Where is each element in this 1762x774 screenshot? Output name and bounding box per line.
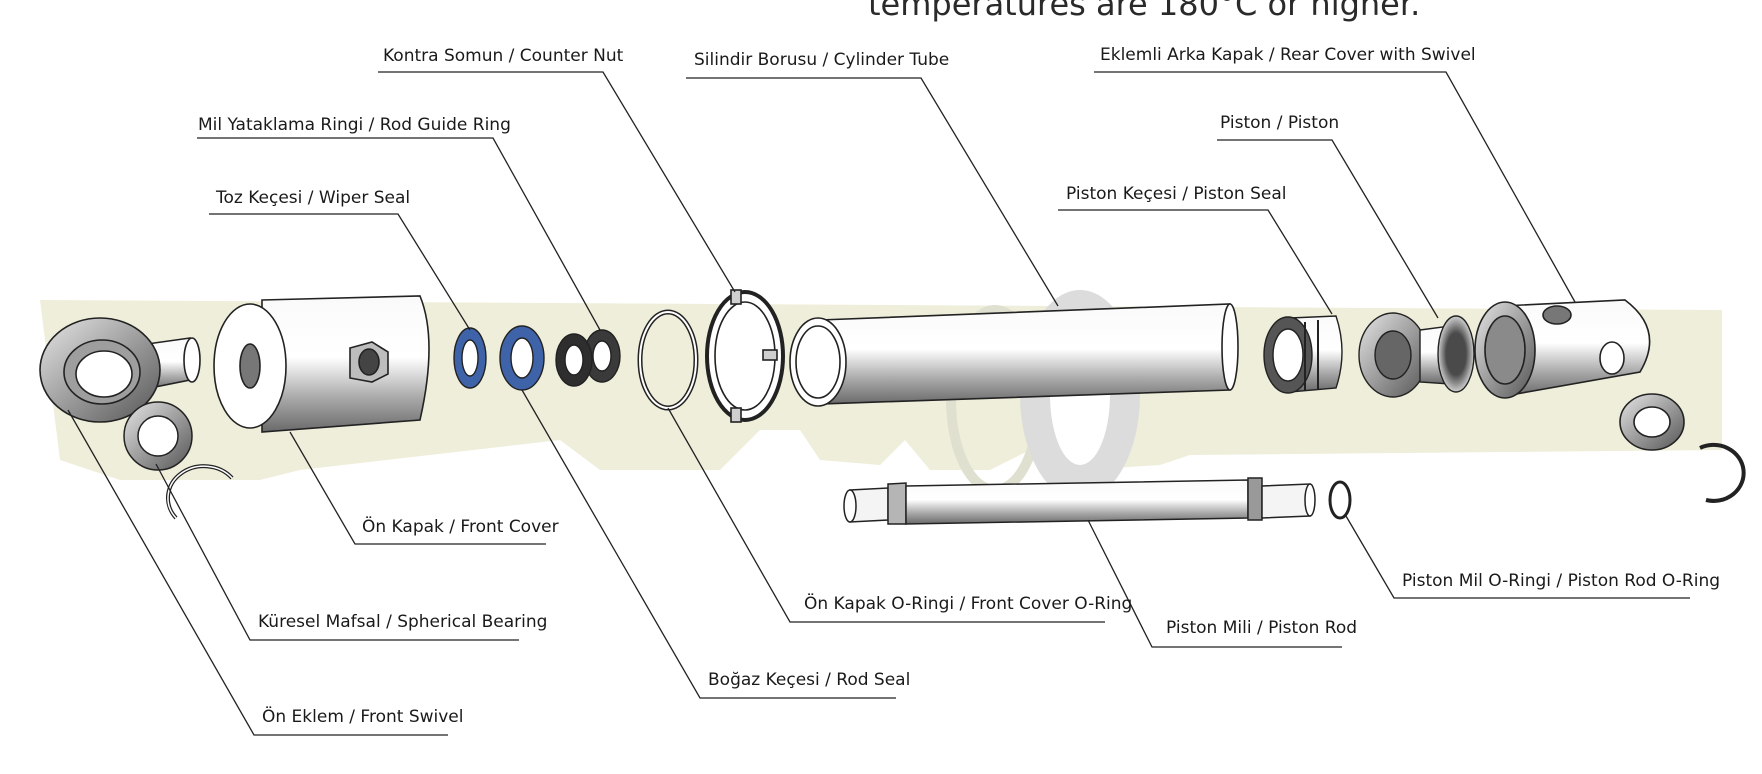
label-piston-rod: Piston Mili / Piston Rod: [1166, 618, 1358, 638]
label-front-swivel: Ön Eklem / Front Swivel: [262, 707, 464, 727]
leader-line-front-cover-o-ring: [667, 407, 1105, 623]
counter-nut: [705, 289, 785, 423]
label-front-cover-o-ring: Ön Kapak O-Ringi / Front Cover O-Ring: [804, 594, 1133, 614]
label-front-cover: Ön Kapak / Front Cover: [362, 517, 559, 537]
piston-rod-o-ring: [1328, 480, 1352, 520]
label-spherical-bearing: Küresel Mafsal / Spherical Bearing: [258, 612, 548, 632]
cylinder-tube: [789, 303, 1239, 407]
label-counter-nut: Kontra Somun / Counter Nut: [383, 46, 624, 66]
leader-line-piston-rod-o-ring: [1345, 515, 1690, 599]
wiper-seal: [453, 327, 487, 389]
rod-guide-ring: [555, 329, 621, 387]
rod-seal: [499, 325, 545, 391]
label-piston-seal: Piston Keçesi / Piston Seal: [1066, 184, 1287, 204]
heading-text: temperatures are 180°C or higher.: [868, 0, 1421, 23]
label-rod-seal: Boğaz Keçesi / Rod Seal: [708, 670, 911, 690]
label-rear-cover-swivel: Eklemli Arka Kapak / Rear Cover with Swi…: [1100, 45, 1476, 65]
piston-seal: [1263, 315, 1343, 394]
leader-line-piston-seal: [1058, 209, 1333, 315]
rear-cover-swivel: [1474, 299, 1746, 503]
leader-lines: [67, 71, 1690, 736]
label-rod-guide-ring: Mil Yataklama Ringi / Rod Guide Ring: [198, 115, 511, 135]
label-piston-rod-o-ring: Piston Mil O-Ringi / Piston Rod O-Ring: [1402, 571, 1721, 591]
piston-rod: [843, 477, 1316, 525]
piston: [1358, 312, 1475, 398]
front-swivel: [39, 317, 201, 423]
leader-line-wiper-seal: [209, 213, 471, 331]
label-cylinder-tube: Silindir Borusu / Cylinder Tube: [694, 50, 950, 70]
spherical-bearing: [123, 401, 234, 520]
leader-line-rod-seal: [521, 389, 896, 699]
label-piston: Piston / Piston: [1220, 113, 1340, 133]
leader-line-piston: [1217, 139, 1439, 319]
leader-line-counter-nut: [378, 71, 736, 293]
leader-line-front-swivel: [67, 409, 448, 736]
leader-line-piston-rod: [1087, 519, 1342, 648]
leader-line-rod-guide: [197, 137, 601, 331]
leader-line-spherical-bearing: [155, 463, 519, 641]
label-wiper-seal: Toz Keçesi / Wiper Seal: [216, 188, 411, 208]
front-cover: [213, 295, 430, 433]
leader-line-cylinder-tube: [686, 77, 1059, 307]
leader-line-front-cover: [289, 431, 546, 545]
leader-line-rear-cover: [1094, 71, 1576, 303]
